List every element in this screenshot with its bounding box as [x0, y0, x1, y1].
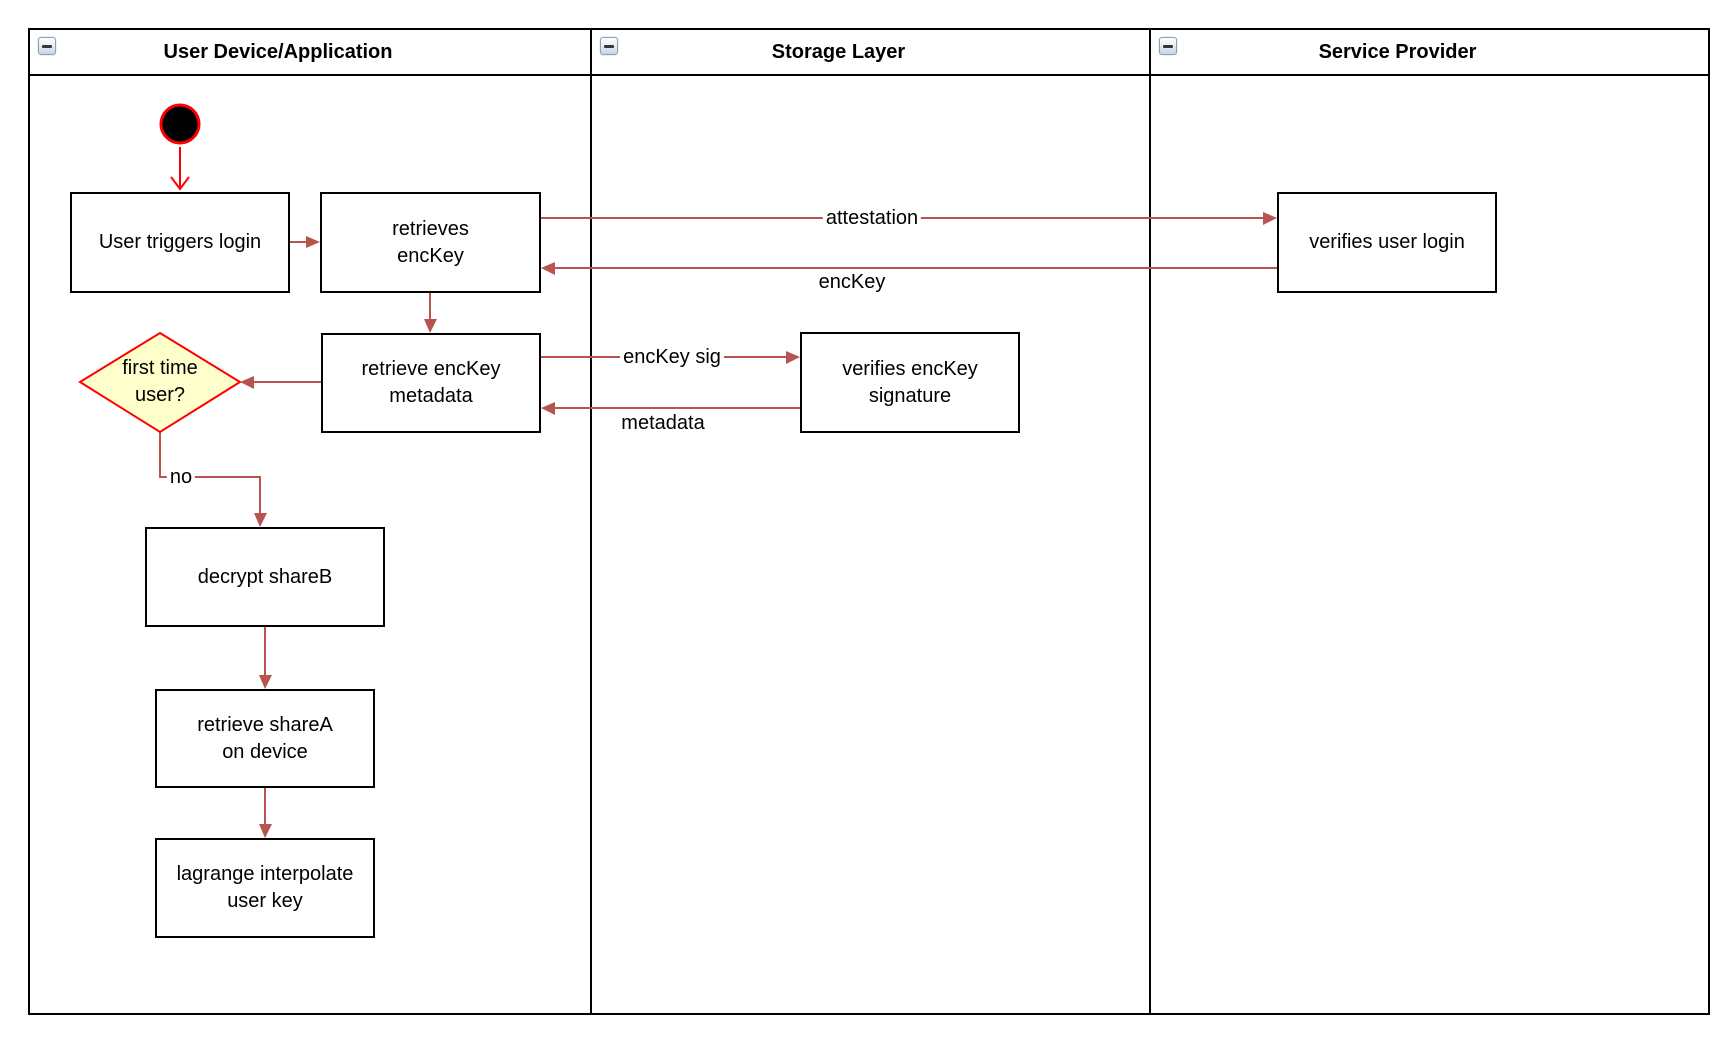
- arrowhead-icon: [259, 675, 272, 689]
- minus-bar: [1163, 45, 1173, 48]
- arrowhead-icon: [541, 262, 555, 275]
- edge-label-attestation[interactable]: attestation: [822, 206, 922, 230]
- arrowhead-icon: [541, 402, 555, 415]
- arrowhead-icon: [786, 351, 800, 364]
- activity-retrieves-enckey[interactable]: retrieves encKey: [320, 192, 541, 293]
- collapse-minus-icon[interactable]: [38, 37, 56, 55]
- connector-retrieves-to-metadata[interactable]: [424, 293, 437, 333]
- edge-label-no[interactable]: no: [166, 465, 196, 489]
- lane-title-storage-layer: Storage Layer: [771, 41, 906, 63]
- activity-lagrange-interpolate-user-key[interactable]: lagrange interpolate user key: [155, 838, 375, 938]
- open-arrowhead-icon: [170, 176, 190, 191]
- decision-first-time-user[interactable]: [78, 331, 242, 434]
- activity-decrypt-shareb[interactable]: decrypt shareB: [145, 527, 385, 627]
- edge-label-metadata[interactable]: metadata: [621, 412, 705, 434]
- connector-line: [159, 432, 261, 513]
- activity-verifies-user-login[interactable]: verifies user login: [1277, 192, 1497, 293]
- arrowhead-icon: [259, 824, 272, 838]
- start-node[interactable]: [159, 103, 201, 145]
- lane-service-provider[interactable]: Service Provider: [1149, 30, 1708, 1013]
- arrowhead-icon: [424, 319, 437, 333]
- decision-label: first time user?: [122, 357, 198, 406]
- arrowhead-icon: [240, 376, 254, 389]
- lane-storage-layer[interactable]: Storage Layer: [590, 30, 1149, 1013]
- node-label: verifies user login: [1309, 231, 1465, 253]
- activity-retrieve-sharea-on-device[interactable]: retrieve shareA on device: [155, 689, 375, 788]
- connector-no-branch[interactable]: [159, 432, 267, 527]
- activity-user-triggers-login[interactable]: User triggers login: [70, 192, 290, 293]
- node-label: User triggers login: [98, 231, 262, 253]
- node-label: retrieves encKey: [392, 217, 469, 267]
- lane-header-storage-layer[interactable]: Storage Layer: [592, 30, 1149, 76]
- lane-header-user-device-application[interactable]: User Device/Application: [30, 30, 590, 76]
- arrowhead-icon: [1263, 212, 1277, 225]
- lane-title-service-provider: Service Provider: [1318, 41, 1477, 63]
- activity-verifies-enckey-signature[interactable]: verifies encKey signature: [800, 332, 1020, 433]
- node-label: retrieve encKey metadata: [361, 358, 501, 407]
- connector-decrypt-to-sharea[interactable]: [259, 627, 272, 689]
- minus-bar: [42, 45, 52, 48]
- node-label: retrieve shareA on device: [197, 713, 333, 763]
- collapse-minus-icon[interactable]: [1159, 37, 1177, 55]
- minus-bar: [604, 45, 614, 48]
- connector-login-to-retrieves-enckey[interactable]: [290, 236, 320, 248]
- connector-enckey-return[interactable]: [541, 262, 1277, 275]
- node-label: verifies encKey signature: [842, 357, 978, 407]
- node-label: lagrange interpolate user key: [176, 863, 354, 912]
- arrowhead-icon: [254, 513, 267, 527]
- lane-title-user-device-application: User Device/Application: [163, 41, 393, 63]
- lane-header-service-provider[interactable]: Service Provider: [1151, 30, 1708, 76]
- activity-retrieve-enckey-metadata[interactable]: retrieve encKey metadata: [321, 333, 541, 433]
- lane-user-device-application[interactable]: User Device/Application: [30, 30, 590, 1013]
- edge-label-enckey[interactable]: encKey: [818, 271, 886, 293]
- edge-label-enckey-sig[interactable]: encKey sig: [620, 345, 724, 369]
- collapse-minus-icon[interactable]: [600, 37, 618, 55]
- arrowhead-icon: [306, 236, 320, 248]
- connector-metadata-to-decision[interactable]: [240, 376, 321, 389]
- connector-metadata-return[interactable]: [541, 402, 800, 415]
- node-label: decrypt shareB: [197, 565, 333, 588]
- connector-sharea-to-lagrange[interactable]: [259, 788, 272, 838]
- connector-start-to-login[interactable]: [170, 147, 190, 191]
